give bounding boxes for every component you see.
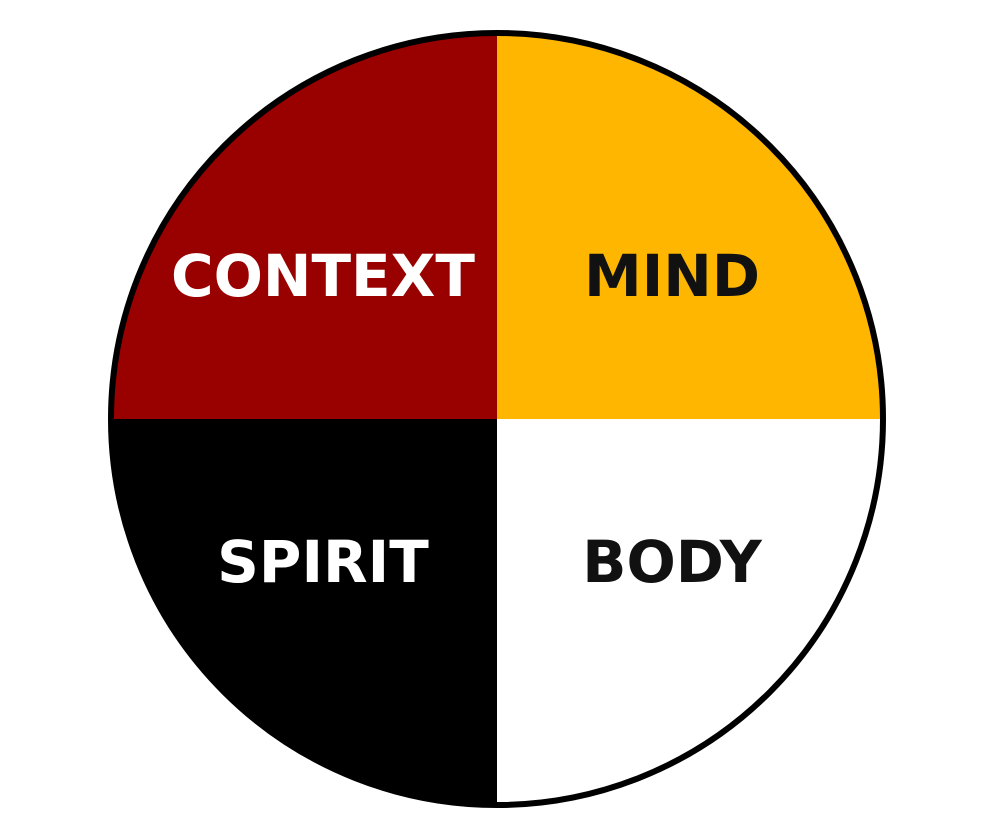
- quadrant-context: [111, 33, 497, 419]
- quadrant-mind: [497, 33, 883, 419]
- label-context: CONTEXT: [171, 242, 475, 310]
- wheel-outline: [108, 30, 886, 808]
- label-spirit: SPIRIT: [217, 528, 429, 596]
- quadrant-body: [497, 419, 883, 805]
- quadrant-spirit: [111, 419, 497, 805]
- label-mind: MIND: [584, 242, 760, 310]
- label-body: BODY: [582, 528, 762, 596]
